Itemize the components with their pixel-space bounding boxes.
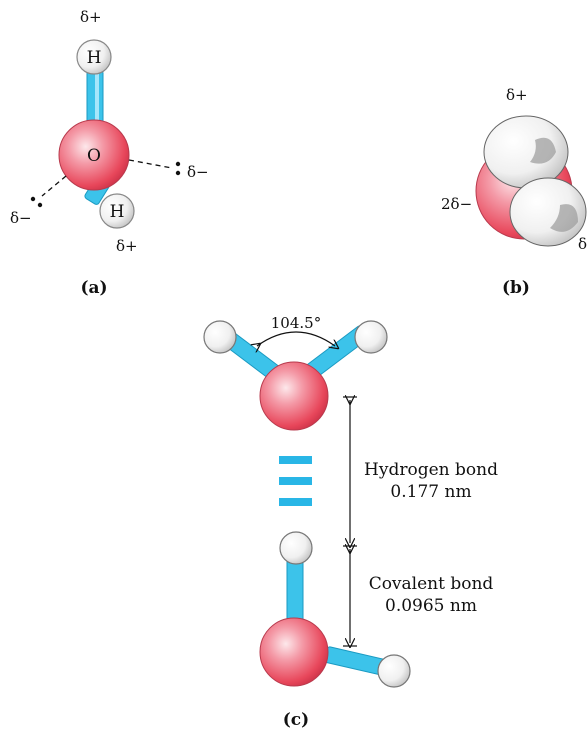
lone-pair-line-right	[128, 159, 173, 169]
hydrogen-atom-bottom-a	[99, 193, 135, 229]
hydrogen-atom-top-a	[76, 39, 112, 75]
hydrogen-atom-lower-right	[377, 654, 411, 688]
lone-pair-line-left	[41, 175, 67, 197]
lone-pair-dot	[175, 161, 181, 167]
charge-right-a: δ−	[187, 163, 209, 181]
panel-b-label: (b)	[502, 278, 530, 298]
lone-pair-dot	[37, 202, 43, 208]
charge-left-a: δ−	[10, 209, 32, 227]
covalent-bond-length: 0.0965 nm	[385, 596, 477, 616]
hydrogen-bond-dashes	[279, 456, 312, 506]
covalent-bond-title: Covalent bond	[369, 574, 494, 594]
lone-pair-dot	[30, 196, 36, 202]
charge-top-a: δ+	[80, 8, 102, 26]
charge-bottom-a: δ+	[116, 237, 138, 255]
bond-angle-arc	[257, 331, 335, 346]
panel-a-label: (a)	[80, 278, 107, 298]
upper-water-molecule	[203, 320, 388, 431]
hydrogen-label-top-a: H	[87, 48, 102, 68]
dimension-markers	[343, 397, 357, 646]
hydrogen-atom-lower-top	[279, 531, 313, 565]
hydrogen-bond-length: 0.177 nm	[390, 482, 471, 502]
panel-c-label: (c)	[283, 710, 309, 730]
panel-b-space-filling: δ+ 2δ− δ	[441, 86, 587, 253]
bond-angle-label: 104.5°	[271, 314, 321, 332]
hydrogen-label-bottom-a: H	[110, 202, 125, 222]
oxygen-label-a: O	[87, 146, 101, 166]
oxygen-atom-upper	[259, 361, 329, 431]
oxygen-atom-a	[58, 119, 130, 191]
charge-left-b: 2δ−	[441, 195, 472, 213]
lower-water-molecule	[259, 531, 411, 688]
charge-top-b: δ+	[506, 86, 528, 104]
charge-right-b: δ	[578, 235, 587, 253]
oxygen-atom-lower	[259, 617, 329, 687]
hydrogen-bond-title: Hydrogen bond	[364, 460, 498, 480]
hydrogen-atom-upper-right	[354, 320, 388, 354]
hydrogen-atom-upper-left	[203, 320, 237, 354]
lone-pair-dot	[175, 170, 181, 176]
panel-a-ball-and-stick: O H H δ+ δ− δ− δ+	[10, 8, 209, 255]
